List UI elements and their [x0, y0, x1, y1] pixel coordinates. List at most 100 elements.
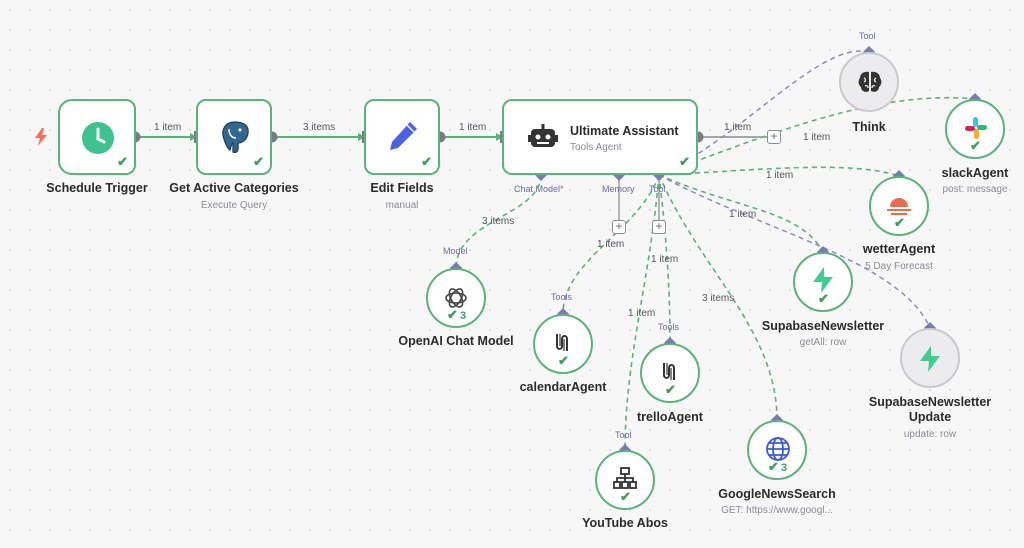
- sub-wetter-agent: 5 Day Forecast: [865, 261, 933, 272]
- edge-label-trello: 1 item: [651, 254, 679, 265]
- workflow-icon: [556, 334, 568, 351]
- sunset-icon: [887, 198, 911, 215]
- edge-label-supabase: 1 item: [729, 209, 757, 220]
- run-count-badge: 3: [781, 462, 788, 474]
- edge-model-assistant[interactable]: [455, 174, 542, 269]
- label-google-news-search: GoogleNewsSearch: [718, 487, 836, 501]
- openai-icon: [445, 288, 467, 308]
- edge-label-youtube: 1 item: [628, 308, 656, 319]
- label-edit-fields: Edit Fields: [370, 181, 434, 195]
- edge-tool-think[interactable]: [658, 50, 870, 176]
- node-think[interactable]: [839, 52, 899, 112]
- node-wetter-agent[interactable]: ✔: [869, 176, 929, 236]
- node-edit-fields[interactable]: ✔: [364, 99, 440, 175]
- node-get-active-categories[interactable]: ✔: [196, 99, 272, 175]
- globe-icon: [766, 437, 790, 461]
- success-check-icon: ✔: [768, 459, 779, 474]
- edge-tool-youtube[interactable]: [624, 174, 660, 451]
- label-supabase-newsletter: SupabaseNewsletter: [761, 319, 885, 333]
- workflow-icon: [663, 363, 675, 380]
- node-ultimate-assistant[interactable]: Ultimate Assistant Tools Agent ✔: [502, 99, 698, 175]
- sub-get-active-categories: Execute Query: [200, 200, 268, 211]
- robot-icon: [528, 124, 558, 147]
- success-check-icon: ✔: [620, 489, 631, 504]
- success-check-icon: ✔: [894, 215, 905, 230]
- edge-tool-supabase[interactable]: [658, 174, 824, 253]
- node-google-news-search[interactable]: ✔ 3: [747, 420, 807, 480]
- title-ultimate-assistant: Ultimate Assistant: [570, 124, 679, 138]
- port-label-openai: Model: [443, 246, 468, 256]
- arrowhead: [190, 133, 197, 141]
- success-check-icon: ✔: [818, 291, 829, 306]
- edge-label-out: 1 item: [724, 122, 752, 133]
- edge-label-google: 3 items: [702, 293, 735, 304]
- port-label-trello: Tools: [658, 322, 680, 332]
- label-wetter-agent: wetterAgent: [862, 242, 936, 256]
- port-label-tool: Tool: [649, 184, 666, 194]
- label-get-active-categories: Get Active Categories: [169, 181, 299, 195]
- port-label-chat-model: Chat Model*: [514, 184, 564, 194]
- label-trello-agent: trelloAgent: [637, 410, 703, 424]
- add-tool-button[interactable]: +: [652, 220, 666, 234]
- node-calendar-agent[interactable]: ✔: [533, 314, 593, 374]
- sub-google-news-search: GET: https://www.googl...: [721, 505, 833, 516]
- node-schedule-trigger[interactable]: ✔: [58, 99, 136, 175]
- edge-label-trigger: 1 item: [154, 122, 182, 133]
- port-label-youtube: Tool: [615, 430, 632, 440]
- node-trello-agent[interactable]: ✔: [640, 343, 700, 403]
- port-label-calendar: Tools: [551, 292, 573, 302]
- add-memory-button[interactable]: +: [612, 220, 626, 234]
- success-check-icon: ✔: [253, 154, 264, 169]
- node-supabase-newsletter-update[interactable]: [900, 328, 960, 388]
- success-check-icon: ✔: [117, 154, 128, 169]
- run-count-badge: 3: [460, 310, 467, 322]
- port-label-think: Tool: [859, 31, 876, 41]
- label-slack-agent: slackAgent: [941, 166, 1009, 180]
- label-think: Think: [852, 120, 886, 134]
- edge-label-model: 3 items: [482, 216, 515, 227]
- edge-tool-supabase-update[interactable]: [658, 174, 931, 329]
- edge-label-edit: 1 item: [459, 122, 487, 133]
- supabase-bolt-icon: [813, 267, 833, 293]
- edge-tool-slack[interactable]: [658, 96, 976, 176]
- success-check-icon: ✔: [447, 307, 458, 322]
- edge-label-calendar: 1 item: [597, 239, 625, 250]
- sitemap-icon: [613, 467, 637, 489]
- port-label-memory: Memory: [602, 184, 635, 194]
- clock-icon: [82, 122, 114, 154]
- sub-edit-fields: manual: [385, 200, 419, 211]
- edge-tool-calendar[interactable]: [562, 174, 660, 315]
- arrowhead: [496, 133, 503, 141]
- label-calendar-agent: calendarAgent: [519, 380, 607, 394]
- sub-slack-agent: post: message: [942, 184, 1008, 195]
- pencil-icon: [390, 122, 417, 150]
- supabase-bolt-icon: [920, 346, 940, 372]
- success-check-icon: ✔: [421, 154, 432, 169]
- add-output-button[interactable]: +: [767, 130, 781, 144]
- slack-icon: [965, 117, 987, 139]
- label-openai-chat-model: OpenAI Chat Model: [398, 334, 514, 348]
- sub-supabase-newsletter: getAll: row: [799, 337, 847, 348]
- success-check-icon: ✔: [558, 353, 569, 368]
- edge-label-categories: 3 items: [303, 122, 336, 133]
- postgres-elephant-icon: [222, 121, 249, 154]
- edge-label-wetter: 1 item: [766, 170, 794, 181]
- label-supabase-newsletter-update: SupabaseNewsletter Update: [868, 395, 992, 424]
- success-check-icon: ✔: [665, 382, 676, 397]
- trigger-bolt-icon: [35, 128, 47, 146]
- brain-icon: [858, 71, 882, 92]
- label-youtube-abos: YouTube Abos: [582, 516, 668, 530]
- node-openai-chat-model[interactable]: ✔ 3: [426, 268, 486, 328]
- edge-tool-trello[interactable]: [658, 174, 671, 344]
- label-schedule-trigger: Schedule Trigger: [46, 181, 148, 195]
- sub-supabase-newsletter-update: update: row: [903, 429, 957, 440]
- node-youtube-abos[interactable]: ✔: [595, 450, 655, 510]
- node-supabase-newsletter[interactable]: ✔: [793, 252, 853, 312]
- success-check-icon: ✔: [679, 154, 690, 169]
- edge-tool-wetter[interactable]: [658, 166, 900, 177]
- arrowhead: [358, 133, 365, 141]
- edge-tool-google[interactable]: [658, 174, 778, 421]
- edge-label-slack: 1 item: [803, 132, 831, 143]
- success-check-icon: ✔: [970, 138, 981, 153]
- node-slack-agent[interactable]: ✔: [945, 99, 1005, 159]
